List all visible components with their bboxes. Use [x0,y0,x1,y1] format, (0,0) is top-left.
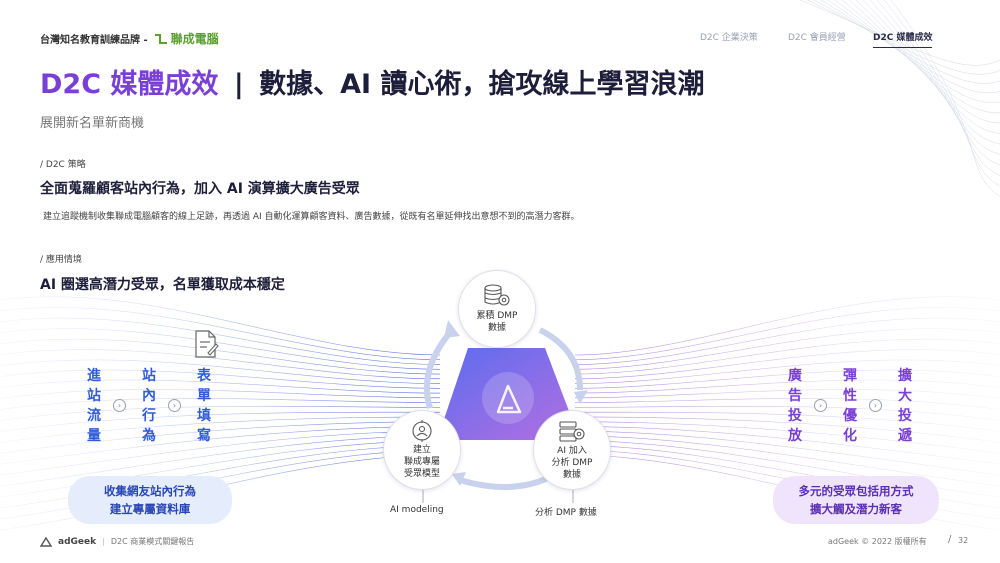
scenario-heading: AI 圈選高潛力受眾，名單獲取成本穩定 [40,277,285,293]
node-accumulate-dmp: 累積 DMP 數據 [458,270,536,348]
right-summary-pill: 多元的受眾包括用方式 擴大觸及潛力新客 [773,476,939,524]
cycle-arc-bottom [459,475,550,490]
chevron-right-icon: › [168,399,181,412]
right-pill-line2: 擴大觸及潛力新客 [810,502,902,516]
left-pill-line1: 收集網友站內行為 [104,484,196,498]
brand-header: 台灣知名教育訓練品牌 - 聯成電腦 [40,30,219,47]
title-separator: | [233,69,244,100]
strategy-description: 建立追蹤機制收集聯成電腦顧客的線上足跡，再透過 AI 自動化運算顧客資料、廣告數… [43,212,580,222]
node-top-line2: 數據 [487,323,506,333]
database-gear-icon [559,421,585,442]
left-flow-item-site-traffic: 進站流量 [87,368,101,444]
right-pill-line1: 多元的受眾包括用方式 [798,484,914,498]
title-main: 數據、AI 讀心術，搶攻線上學習浪潮 [259,69,705,100]
chevron-right-icon: › [814,399,827,412]
footer-page-sep: / [948,534,952,545]
node-right-line2: 分析 DMP [551,458,593,468]
adgeek-logo-icon [40,536,52,547]
right-flow-item-flexible-optimization: 彈性優化 [843,368,857,444]
brand-logo: 聯成電腦 [154,30,219,47]
page-number: 32 [958,536,969,545]
ai-modeling-label: AI modeling [390,505,444,515]
database-gear-icon [484,284,510,306]
brand-tagline: 台灣知名教育訓練品牌 - [40,35,148,46]
strategy-heading: 全面蒐羅顧客站內行為，加入 AI 演算擴大廣告受眾 [40,181,360,197]
node-ai-analysis: AI 加入 分析 DMP 數據 [533,410,611,490]
tab-media-performance[interactable]: D2C 媒體成效 [873,30,933,48]
chevron-right-icon: › [113,399,126,412]
footer-logo: adGeek [58,536,97,547]
node-right-line1: AI 加入 [557,446,587,456]
ai-logo-icon [496,384,522,414]
node-build-audience-model: 建立 聯成專屬 受眾模型 [383,410,461,490]
footer-report-title: D2C 商業模式關鍵報告 [110,537,195,546]
footer-left: adGeek | D2C 商業模式關鍵報告 [40,536,194,547]
page-subtitle: 展開新名單新商機 [40,116,145,131]
brand-logo-text: 聯成電腦 [170,32,219,46]
left-flow-item-onsite-behavior: 站內行為 [142,368,156,444]
left-flow-item-form-fill: 表單填寫 [197,368,211,444]
cycle-arc-left [423,328,455,409]
right-flow-item-ad-delivery: 廣告投放 [788,368,802,444]
tab-member-management[interactable]: D2C 會員經營 [788,33,846,43]
cycle-arc-right [538,327,583,391]
left-pill-line2: 建立專屬資料庫 [109,502,191,516]
node-right-line3: 數據 [562,470,581,480]
node-left-line3: 受眾模型 [403,469,440,479]
node-top-line1: 累積 DMP [476,311,518,321]
footer-copyright: adGeek © 2022 版權所有 [828,537,927,546]
node-left-line1: 建立 [412,445,431,455]
left-summary-pill: 收集網友站內行為 建立專屬資料庫 [68,476,232,524]
strategy-label: / D2C 策略 [40,160,86,170]
page-title: D2C 媒體成效 | 數據、AI 讀心術，搶攻線上學習浪潮 [40,62,704,101]
title-accent: D2C 媒體成效 [40,69,219,100]
node-left-line2: 聯成專屬 [403,457,440,467]
target-user-icon [412,420,432,442]
form-document-icon [195,330,219,358]
tab-enterprise-decision[interactable]: D2C 企業決策 [700,33,758,43]
scenario-label: / 應用情境 [40,255,82,265]
chevron-right-icon: › [869,399,882,412]
right-flow-item-expand-delivery: 擴大投遞 [898,368,912,444]
lian-cheng-logo-icon [154,33,167,44]
dmp-analysis-label: 分析 DMP 數據 [535,508,597,518]
